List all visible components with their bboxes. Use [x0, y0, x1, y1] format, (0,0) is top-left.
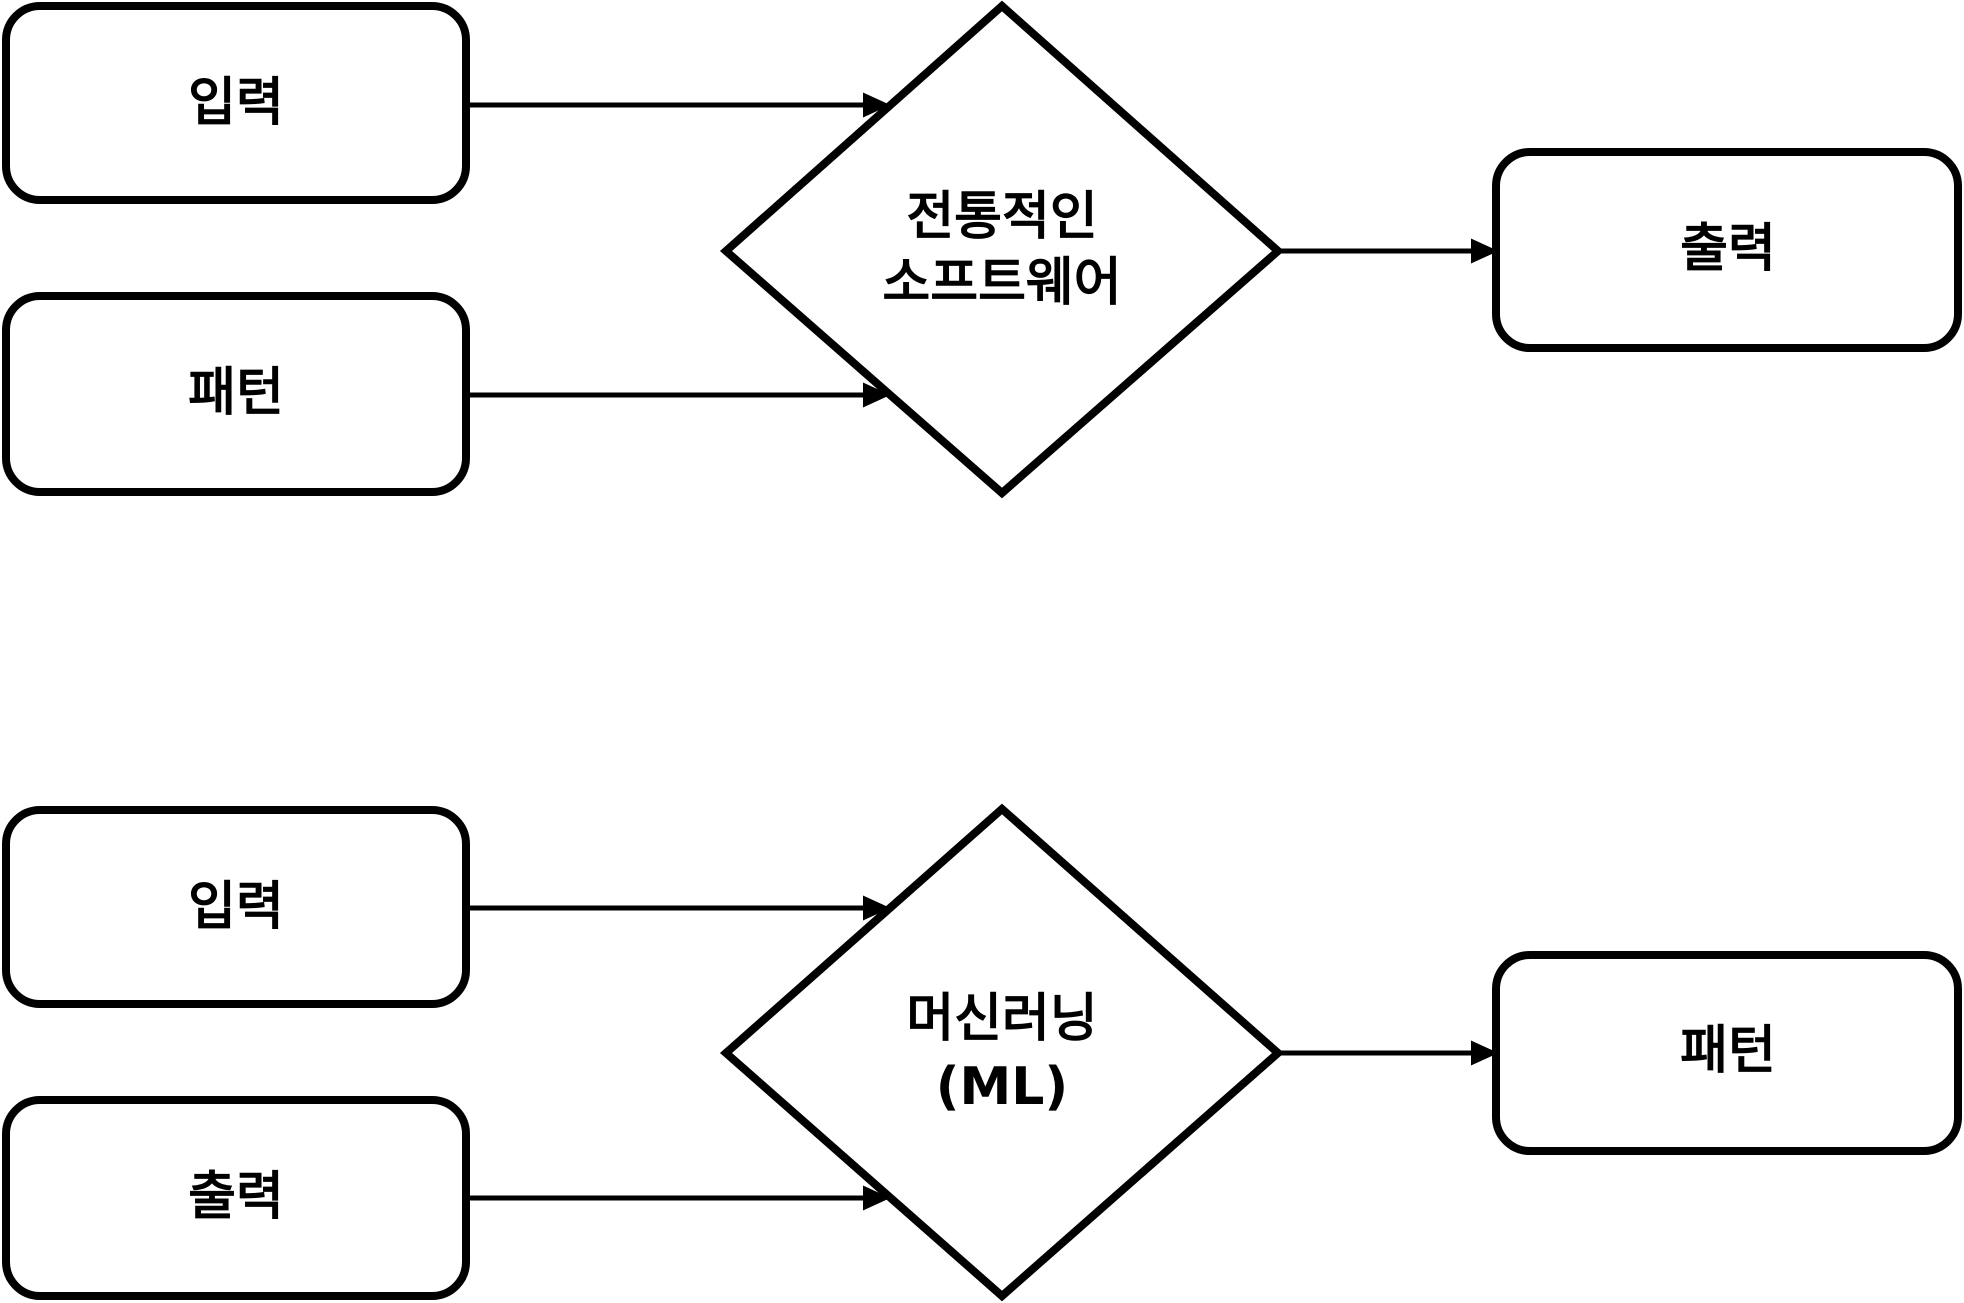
- top-process-label-line2: 소프트웨어: [882, 253, 1121, 313]
- top-flow: 입력 패턴 전통적인 소프트웨어 출력: [2, 0, 1962, 499]
- bottom-process-label-line1: 머신러닝: [906, 989, 1097, 1049]
- bottom-process-label-line2: (ML): [936, 1057, 1068, 1117]
- bottom-process-node: 머신러닝 (ML): [719, 803, 1285, 1302]
- bottom-output-label: 출력: [188, 1167, 284, 1227]
- top-pattern-label: 패턴: [188, 363, 284, 423]
- top-process-node: 전통적인 소프트웨어: [719, 0, 1285, 499]
- bottom-edge-output-to-process: [470, 1185, 891, 1211]
- top-output-node: 출력: [1492, 148, 1962, 352]
- top-process-label-line1: 전통적인: [906, 187, 1097, 247]
- bottom-output-node: 출력: [2, 1096, 470, 1300]
- bottom-input-label: 입력: [188, 877, 284, 937]
- top-pattern-node: 패턴: [2, 292, 470, 496]
- bottom-pattern-node: 패턴: [1492, 951, 1962, 1155]
- bottom-input-node: 입력: [2, 806, 470, 1008]
- top-input-label: 입력: [188, 73, 284, 133]
- bottom-edge-input-to-process: [470, 895, 891, 921]
- top-input-node: 입력: [2, 2, 470, 204]
- top-edge-process-to-output: [1278, 238, 1499, 264]
- bottom-edge-process-to-pattern: [1278, 1040, 1499, 1066]
- bottom-flow: 입력 출력 머신러닝 (ML) 패턴: [2, 803, 1962, 1302]
- top-output-label: 출력: [1680, 219, 1776, 279]
- top-edge-pattern-to-process: [470, 382, 891, 408]
- top-edge-input-to-process: [470, 92, 891, 118]
- bottom-pattern-label: 패턴: [1680, 1021, 1776, 1081]
